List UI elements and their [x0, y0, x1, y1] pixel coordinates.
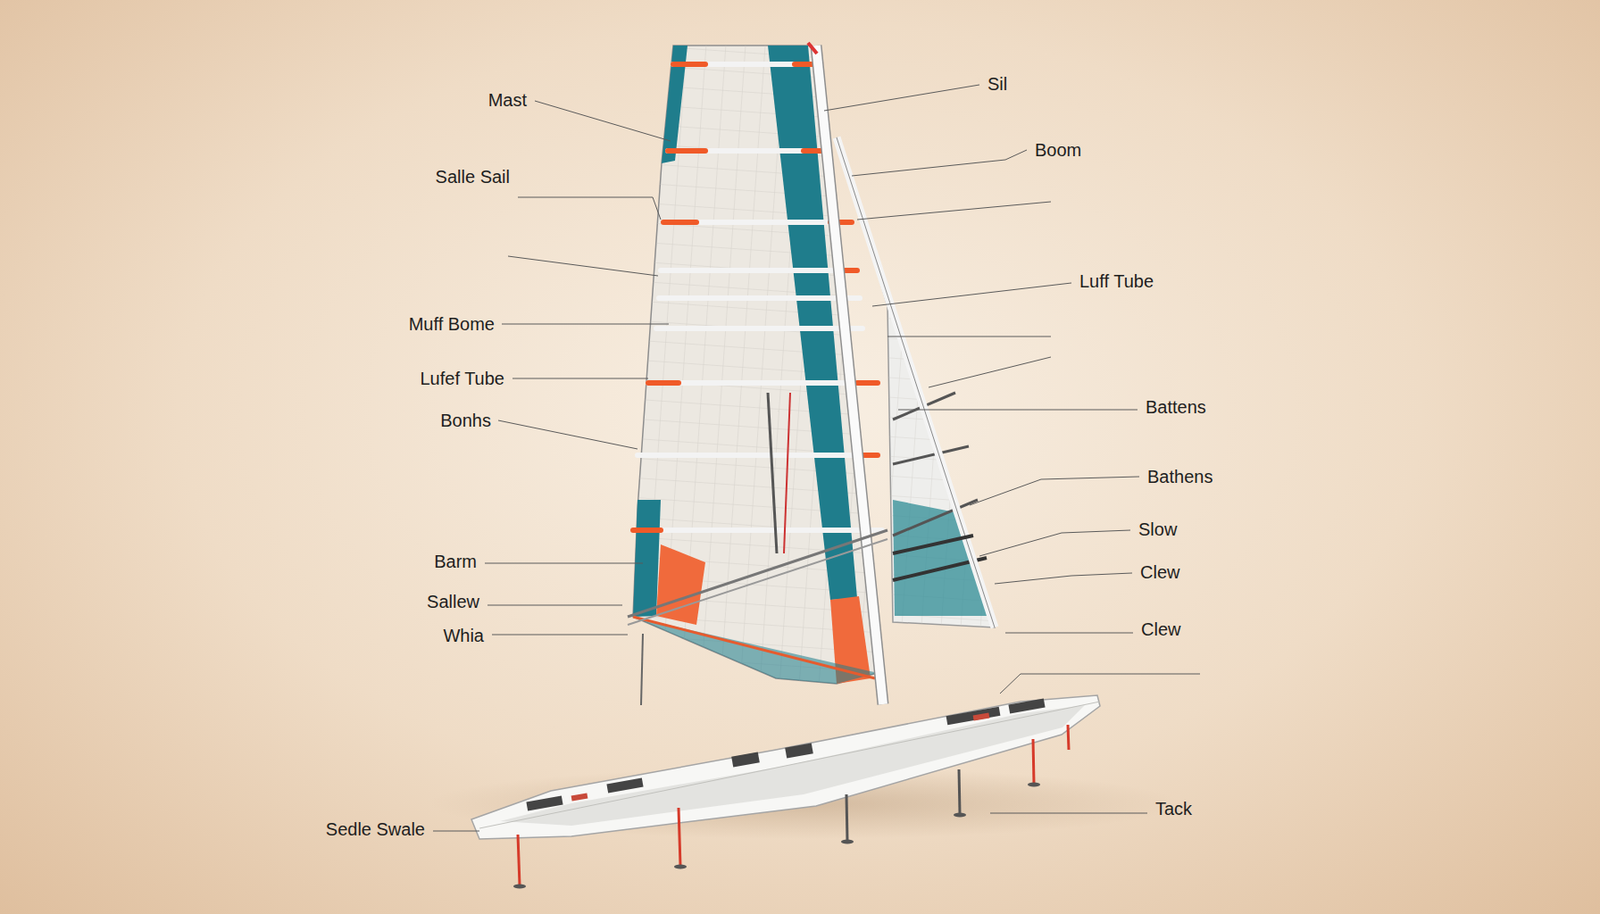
main-sail — [627, 42, 974, 706]
part-label: Clew — [1141, 619, 1181, 640]
part-label: Barm — [433, 551, 477, 572]
leader-lines — [433, 84, 1200, 832]
board — [471, 695, 1100, 890]
part-label: Lufef Tube — [419, 368, 505, 389]
part-label: Salle Sail — [435, 166, 510, 187]
part-label: Clew — [1140, 562, 1180, 583]
part-label: Bonhs — [440, 410, 492, 431]
part-label: Slow — [1138, 519, 1177, 540]
part-label: Bathens — [1147, 466, 1213, 487]
part-label: Sallew — [426, 591, 480, 612]
part-label: Tack — [1155, 799, 1192, 819]
part-label: Sedle Swale — [325, 819, 425, 840]
part-label: Battens — [1145, 397, 1207, 417]
part-label: Boom — [1034, 140, 1082, 160]
part-label: Muff Bome — [408, 314, 495, 334]
part-label: Whia — [442, 625, 484, 646]
part-label: Luff Tube — [1079, 271, 1154, 292]
part-label: Sil — [987, 74, 1008, 94]
part-label: Mast — [488, 90, 527, 110]
